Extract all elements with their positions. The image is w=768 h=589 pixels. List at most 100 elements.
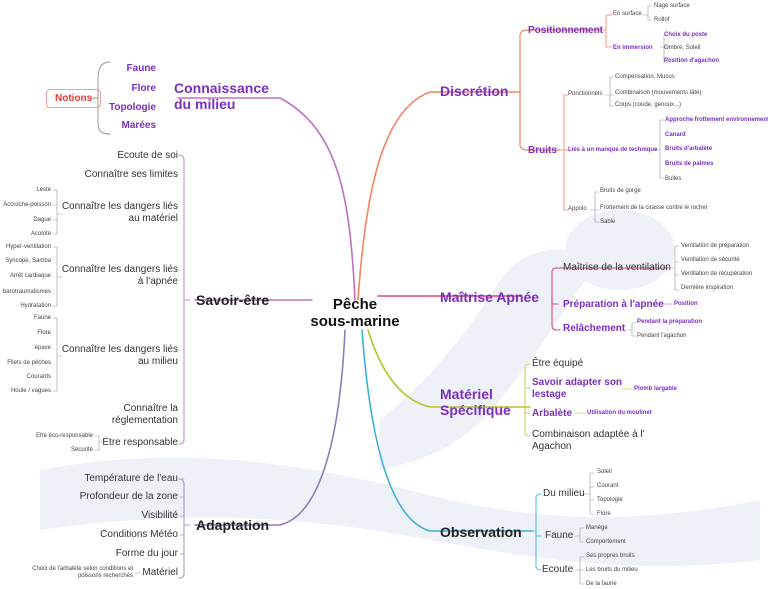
connector xyxy=(52,355,58,392)
connector xyxy=(524,406,531,414)
connector xyxy=(589,191,600,211)
connector xyxy=(605,29,613,48)
leaf: Soleil xyxy=(597,469,612,475)
appolo-label: Appolo xyxy=(568,206,587,212)
leaf: Courants xyxy=(26,374,51,380)
leaf: Position d'agachon xyxy=(664,58,720,64)
savoir-item: Connaître les dangers liés au milieu xyxy=(61,344,178,367)
adaptation-item: Forme du jour xyxy=(115,548,178,559)
leaf: Ses propres bruits xyxy=(586,553,635,559)
branch-discretion xyxy=(357,91,521,301)
connector xyxy=(178,154,191,301)
central-topic: Pêche sous-marine xyxy=(310,296,400,331)
adaptation-item: Visibilité xyxy=(141,510,179,521)
materiel-item: Être équipé xyxy=(532,358,584,369)
leaf: De la faune xyxy=(586,581,617,587)
connector xyxy=(531,493,542,532)
materiel-item: Arbalète xyxy=(532,408,573,419)
connector xyxy=(178,299,185,445)
connector xyxy=(583,472,595,495)
connector xyxy=(641,5,653,16)
connector xyxy=(579,569,585,585)
connector xyxy=(52,317,63,357)
leaf: Combinaison (mouvements lâte) xyxy=(615,90,702,96)
leaf: Flore xyxy=(37,330,51,336)
connector xyxy=(524,406,531,437)
observation-label: Observation xyxy=(440,524,522,540)
connector xyxy=(594,209,600,223)
adaptation-materiel-label: Matériel xyxy=(142,567,178,578)
leaf: Leste xyxy=(36,187,51,193)
technique-label: Liés à un manque de technique xyxy=(568,147,658,153)
connaissance-item: Topologie xyxy=(108,102,156,113)
leaf: Bruits de palmes xyxy=(665,161,714,167)
connector xyxy=(178,524,185,579)
connector xyxy=(599,14,613,31)
leaf: Topologie xyxy=(597,497,623,503)
connector xyxy=(663,46,669,63)
connector xyxy=(535,530,542,537)
connector xyxy=(94,435,105,443)
leaf: Choix de l'arbalète selon conditions et … xyxy=(32,566,133,579)
connector xyxy=(551,295,561,331)
savoir-item: Connaître la réglementation xyxy=(111,403,178,426)
connector xyxy=(178,478,191,526)
leaf: Sable xyxy=(600,219,616,225)
leaf: barotraumatismes xyxy=(2,289,51,295)
connector xyxy=(659,149,665,179)
leaf: Dernière inspiration xyxy=(681,285,734,291)
connector xyxy=(631,329,637,337)
connector xyxy=(551,267,669,297)
leaf: Ventilation de récupération xyxy=(681,271,753,277)
connector xyxy=(559,94,569,151)
savoir-item: Connaître ses limites xyxy=(84,169,178,180)
materiel-item: Combinaison adaptée à l' Agachon xyxy=(532,429,645,452)
connector xyxy=(52,213,58,235)
connector xyxy=(535,530,542,571)
savoir-item: Connaître les dangers liés au matériel xyxy=(61,201,178,224)
preparation-label: Préparation à l'apnée xyxy=(563,299,664,310)
branch-observation xyxy=(361,329,533,532)
positionnement-line xyxy=(519,29,601,93)
connector xyxy=(589,493,595,515)
connector xyxy=(563,149,569,211)
connaissance-label: Connaissance du milieu xyxy=(174,80,269,113)
branch-materiel xyxy=(367,329,531,408)
leaf: Syncope, Samba xyxy=(5,258,51,264)
adaptation-item: Conditions Météo xyxy=(100,529,178,540)
leaf: Choix du poste xyxy=(664,32,708,38)
connaissance-item: Faune xyxy=(126,63,156,74)
connector xyxy=(669,245,680,269)
leaf: Filets de pêches xyxy=(7,360,51,366)
leaf: Hydratation xyxy=(20,303,51,309)
bruits-line xyxy=(519,91,561,151)
bruits-label: Bruits xyxy=(528,145,557,156)
leaf: Nage surface xyxy=(654,3,690,9)
leaf: Accroche-poisson xyxy=(3,202,51,208)
leaf: Les bruits du milieu xyxy=(586,567,638,573)
connector xyxy=(659,34,669,48)
leaf: Pendant l'agachon xyxy=(637,333,687,339)
leaf: Approche frottement environnement xyxy=(665,117,768,123)
connector xyxy=(609,94,615,107)
connector xyxy=(654,119,665,151)
connaissance-item: Marées xyxy=(121,120,156,131)
savoir-item: Etre responsable xyxy=(102,437,178,448)
savoir-item: Ecoute de soi xyxy=(117,150,178,161)
leaf: Bruits d'arbalète xyxy=(665,146,713,152)
leaf: Utilisation du moulinet xyxy=(587,410,652,416)
leaf: Dague xyxy=(33,217,51,223)
leaf: Bulles xyxy=(665,176,682,182)
adaptation-label: Adaptation xyxy=(196,517,270,533)
connector xyxy=(574,556,585,571)
connector xyxy=(579,535,585,543)
ventilation-label: Maîtrise de la ventilation xyxy=(563,262,671,273)
ponctionnels-label: Ponctionnels xyxy=(568,91,603,97)
leaf: Compensation, Mucus xyxy=(615,74,675,80)
connector xyxy=(524,363,531,408)
leaf: épave xyxy=(34,345,51,351)
connector xyxy=(52,276,58,307)
en-surface-label: En surface xyxy=(613,11,642,17)
connector xyxy=(52,189,63,215)
